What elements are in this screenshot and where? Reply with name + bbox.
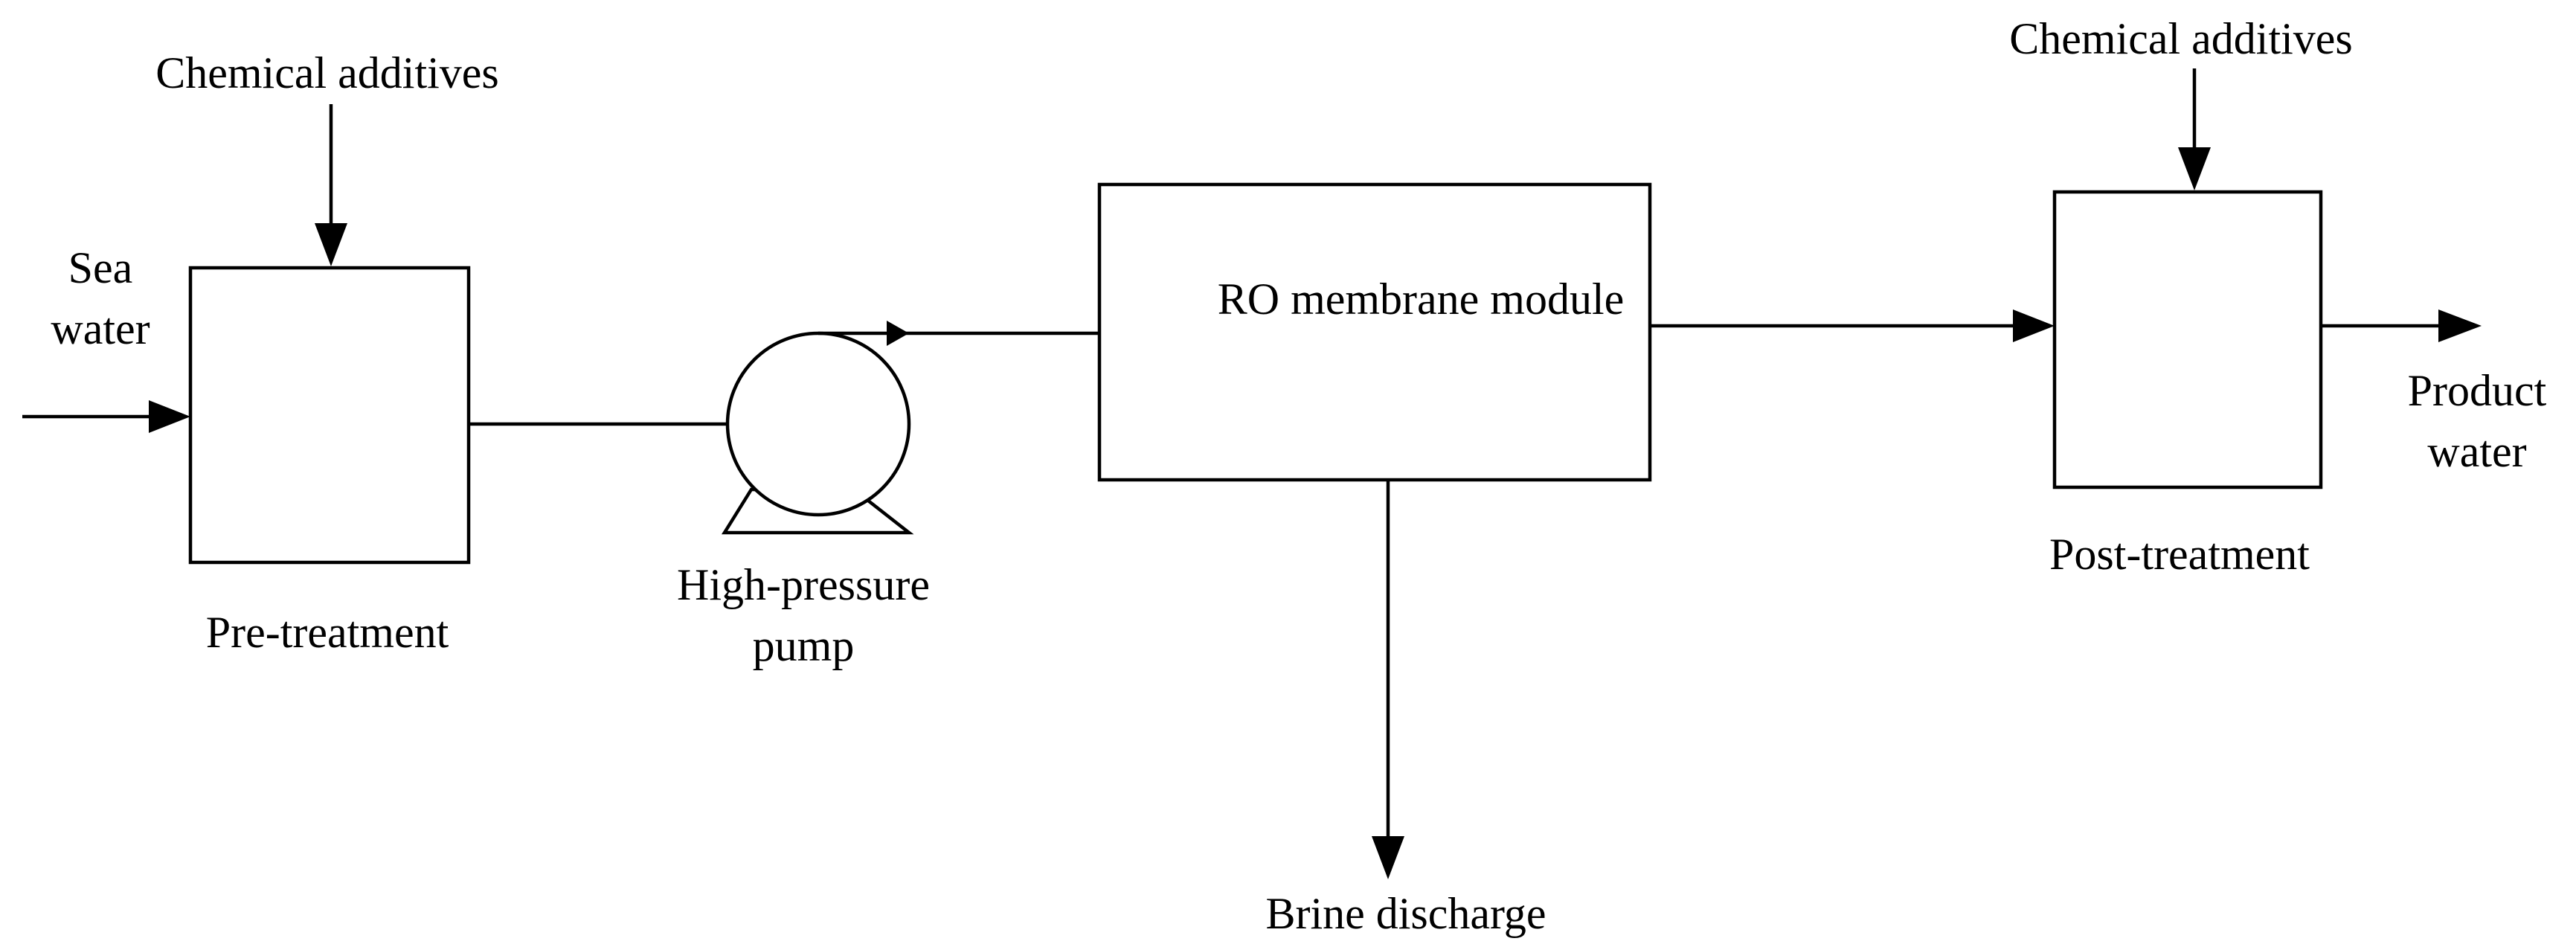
ro-membrane-module-box (1097, 182, 1652, 482)
product-water-label-line1: Product (2408, 366, 2547, 415)
high-pressure-pump-icon (721, 321, 1099, 535)
brine-discharge-label: Brine discharge (1265, 889, 1546, 938)
posttreatment-label: Post-treatment (2049, 530, 2310, 579)
pump-label-line2: pump (753, 621, 855, 670)
pretreatment-box (188, 266, 471, 565)
ro-to-posttreatment-arrowhead (2013, 309, 2055, 342)
chemical-additives-post-arrowhead (2178, 147, 2211, 190)
product-water-label-line2: water (2427, 427, 2526, 476)
chemical-additives-post-label: Chemical additives (2009, 14, 2353, 63)
sea-water-label-line1: Sea (68, 243, 133, 292)
pretreatment-label: Pre-treatment (206, 608, 449, 657)
pump-body (725, 331, 911, 517)
sea-water-inlet-arrowhead (149, 400, 190, 433)
posttreatment-box (2052, 190, 2323, 489)
ro-membrane-module-label: RO membrane module (1218, 275, 1625, 324)
pump-label-line1: High-pressure (677, 560, 930, 609)
brine-discharge-arrowhead (1372, 836, 1404, 879)
chemical-additives-pre-arrowhead (315, 223, 347, 266)
product-water-outlet-arrowhead (2438, 309, 2482, 342)
sea-water-label-line2: water (51, 304, 150, 353)
chemical-additives-pre-label: Chemical additives (155, 48, 499, 97)
pump-discharge-arrowhead (887, 321, 909, 346)
